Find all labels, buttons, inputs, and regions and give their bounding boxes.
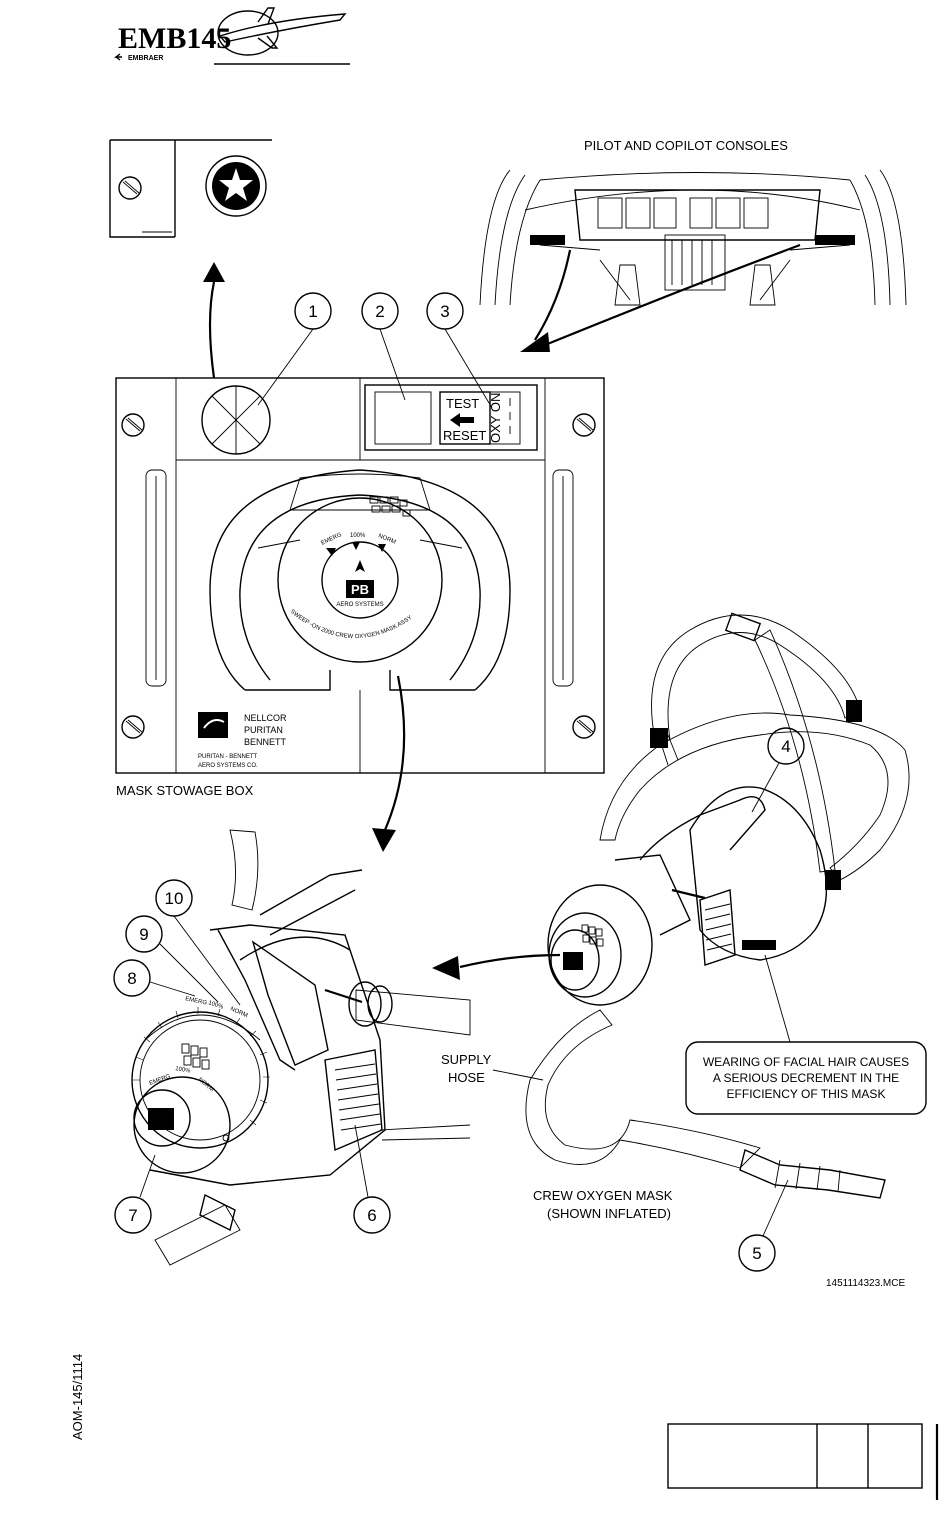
- regulator-closeup: EMERG 100% NORM EMERG 100% NORM: [131, 829, 471, 1266]
- inflated-mask: [525, 612, 910, 1199]
- mode-100-closeup: 100%: [175, 1066, 192, 1075]
- callout-group-top: 1 2 3: [257, 292, 493, 409]
- mode-norm-closeup: NORM: [197, 1077, 215, 1093]
- knob-detail: [109, 139, 272, 238]
- maker-line-3: BENNETT: [244, 737, 287, 747]
- arrow-left-icon: [432, 956, 460, 980]
- reset-label: RESET: [443, 428, 486, 443]
- mode-emerg-ring: EMERG: [185, 996, 208, 1007]
- pb-badge-icon: [148, 1108, 174, 1130]
- maker-line-2: PURITAN: [244, 725, 283, 735]
- warning-line-1: WEARING OF FACIAL HAIR CAUSES: [703, 1055, 909, 1069]
- callout-7: 7: [128, 1206, 137, 1225]
- mask-caption-line-1: CREW OXYGEN MASK: [533, 1188, 673, 1203]
- logo-globe-icon: [217, 10, 279, 56]
- mode-emerg-closeup: EMERG: [149, 1074, 172, 1087]
- knob-icon: [205, 155, 267, 217]
- callout-9: 9: [139, 925, 148, 944]
- nellcor-logo-icon: [198, 712, 228, 738]
- embraer-logo: EMB145 EMBRAER: [113, 7, 350, 65]
- logo-maker: EMBRAER: [128, 55, 163, 62]
- star-icon: [219, 168, 253, 201]
- supply-hose-line-2: HOSE: [448, 1070, 485, 1085]
- mask-caption-line-2: (SHOWN INFLATED): [547, 1206, 671, 1221]
- mask-stowage-box: TEST RESET OXY ON EMERG 100% NORM PB AER…: [115, 377, 605, 774]
- callout-6: 6: [367, 1206, 376, 1225]
- pb-badge-icon: [346, 580, 374, 598]
- callout-group-right: 4 5: [738, 727, 805, 1272]
- selector-arrow-icon: [355, 560, 365, 572]
- figure-id: 1451114323.MCE: [826, 1278, 905, 1289]
- callout-group-closeup: 10 9 8 7 6: [113, 879, 391, 1234]
- company-line-2: AERO SYSTEMS CO.: [198, 763, 258, 769]
- consoles-title: PILOT AND COPILOT CONSOLES: [584, 138, 788, 153]
- ring-text: SWEEP -ON 2000 CREW OXYGEN MASK ASSY: [289, 609, 414, 640]
- callout-10: 10: [165, 889, 184, 908]
- callout-1: 1: [308, 302, 317, 321]
- mode-emerg: EMERG: [320, 532, 343, 547]
- callout-8: 8: [127, 969, 136, 988]
- mode-norm: NORM: [377, 533, 396, 545]
- warning-line-3: EFFICIENCY OF THIS MASK: [727, 1087, 886, 1101]
- supply-hose-label: SUPPLY HOSE: [441, 1052, 544, 1085]
- company-line-1: PURITAN - BENNETT: [198, 754, 258, 760]
- consoles-view: PILOT AND COPILOT CONSOLES: [479, 138, 907, 306]
- brand-sub: AERO SYSTEMS: [336, 602, 383, 608]
- arrow-down-icon: [520, 332, 550, 352]
- mode-100: 100%: [350, 533, 366, 539]
- test-label: TEST: [446, 396, 479, 411]
- callout-2: 2: [375, 302, 384, 321]
- screw-icon: [118, 176, 142, 200]
- supply-hose-line-1: SUPPLY: [441, 1052, 492, 1067]
- logo-jet-icon: [218, 13, 347, 43]
- brand-badge: PB: [351, 582, 369, 597]
- warning-line-2: A SERIOUS DECREMENT IN THE: [713, 1071, 899, 1085]
- regulator-dial: [277, 497, 443, 663]
- warning-placard: WEARING OF FACIAL HAIR CAUSES A SERIOUS …: [685, 954, 927, 1115]
- arrow-up-icon: [208, 281, 216, 379]
- mode-100-ring: 100%: [207, 1000, 224, 1011]
- mode-norm-ring: NORM: [229, 1006, 248, 1019]
- logo-arrow-icon: [113, 53, 122, 61]
- exhaust-vent-icon: [324, 1049, 383, 1152]
- revision-block: [667, 1423, 939, 1500]
- arrow-left-icon: [450, 413, 474, 427]
- maker-line-1: NELLCOR: [244, 713, 287, 723]
- indicator-grid-icon: [181, 1043, 210, 1070]
- callout-4: 4: [781, 737, 790, 756]
- screw-icon: [121, 413, 596, 739]
- stowage-box-caption: MASK STOWAGE BOX: [116, 783, 254, 798]
- indicator-grid-icon: [369, 496, 411, 517]
- logo-model: EMB145: [118, 22, 231, 55]
- oxy-on-label: OXY ON: [488, 393, 503, 443]
- callout-3: 3: [440, 302, 449, 321]
- side-code: AOM-145/1114: [70, 1354, 85, 1440]
- indicator-grid-icon: [581, 924, 604, 947]
- callout-5: 5: [752, 1244, 761, 1263]
